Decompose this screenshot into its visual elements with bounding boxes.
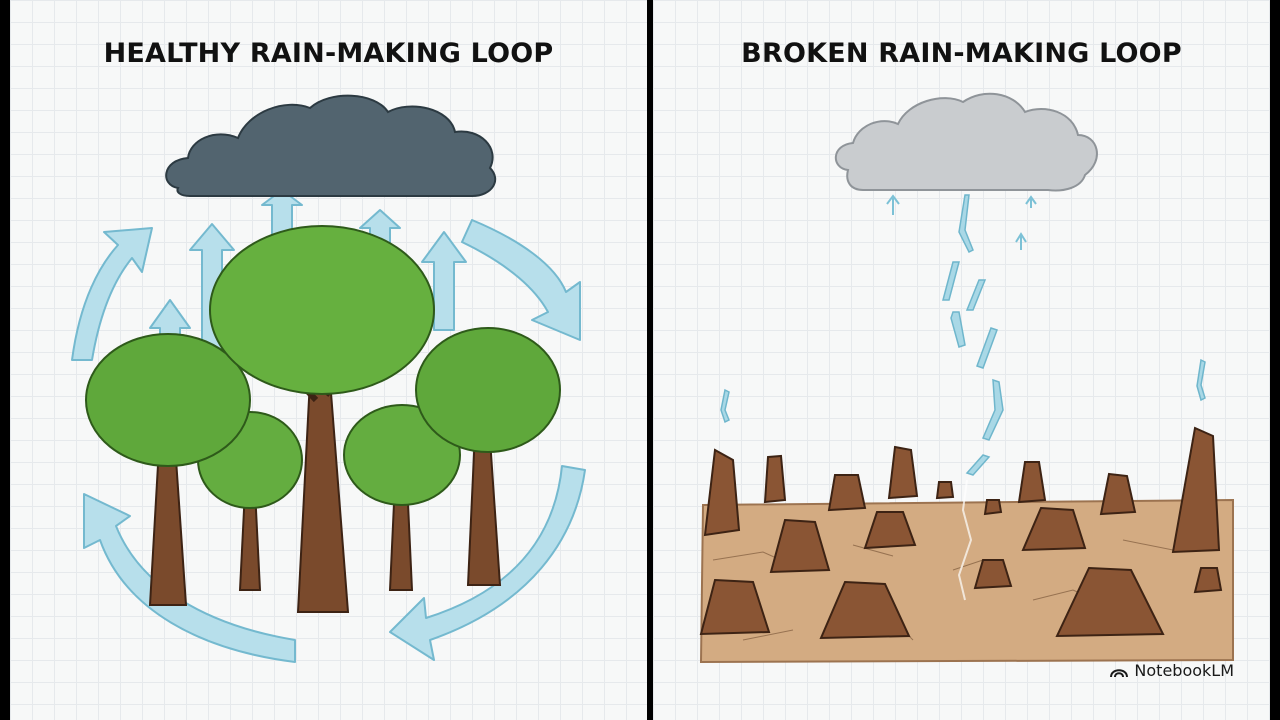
stump [1099, 472, 1137, 516]
healthy-loop-title: HEALTHY RAIN-MAKING LOOP [103, 38, 554, 69]
cycle-arrow-top-left [71, 227, 153, 361]
stump [935, 481, 955, 500]
healthy-loop-panel: HEALTHY RAIN-MAKING LOOP [10, 0, 647, 720]
stump [703, 448, 741, 537]
stump [699, 578, 771, 636]
tree [209, 225, 435, 613]
stump [1055, 566, 1165, 638]
weak-vapor-arrows [886, 194, 1037, 250]
forest [85, 225, 561, 613]
stump [827, 474, 867, 512]
cycle-arrow-bottom-right [389, 465, 586, 661]
pale-cloud [834, 92, 1098, 192]
healthy-loop-illustration [71, 94, 586, 663]
cycle-arrow-bottom-left [83, 493, 296, 663]
stump [1021, 506, 1087, 552]
notebooklm-logo-icon [1110, 668, 1129, 677]
branding-label: NotebookLM [1134, 661, 1234, 680]
stump [763, 454, 787, 504]
branding: NotebookLM [1110, 661, 1234, 680]
stump [1171, 426, 1221, 554]
tree [343, 404, 461, 591]
stump [1017, 461, 1047, 504]
broken-loop-illustration [699, 92, 1234, 664]
tree [415, 327, 561, 586]
stump [887, 445, 919, 500]
stump [769, 518, 831, 574]
storm-cloud [165, 94, 497, 197]
tree-stumps [699, 426, 1223, 640]
stump [983, 499, 1003, 516]
stump [819, 580, 911, 640]
tree [85, 333, 251, 606]
stump [863, 511, 917, 550]
cycle-arrows [71, 219, 586, 663]
cycle-arrow-top-right [461, 219, 581, 341]
broken-loop-title: BROKEN RAIN-MAKING LOOP [741, 38, 1182, 69]
broken-rain-streaks [720, 194, 1206, 476]
stump [973, 559, 1013, 590]
stump [1193, 567, 1223, 594]
vapor-arrow-5 [421, 231, 467, 331]
broken-loop-panel: BROKEN RAIN-MAKING LOOP [653, 0, 1270, 720]
